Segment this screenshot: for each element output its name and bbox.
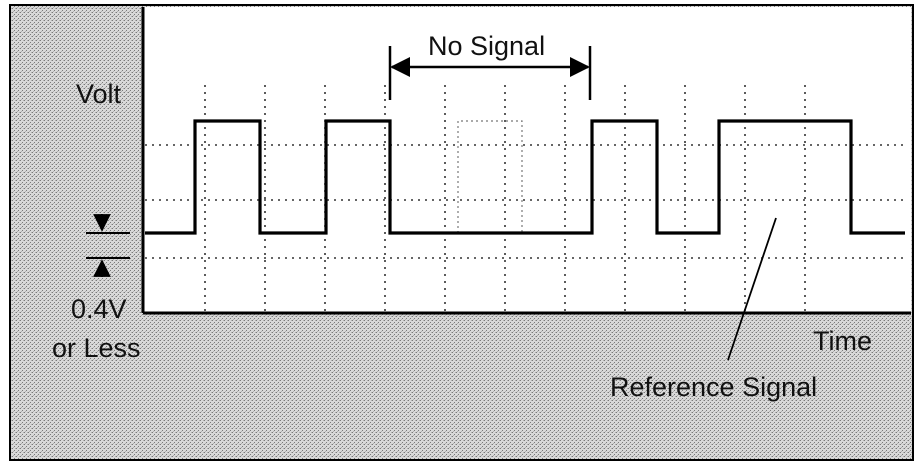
no-signal-label: No Signal	[428, 31, 545, 61]
reference-signal-leader	[727, 217, 777, 361]
square-wave-trace	[145, 119, 905, 235]
threshold-indicator	[86, 214, 130, 277]
no-signal-bracket	[388, 46, 592, 100]
volt-label: Volt	[76, 79, 122, 109]
missing-pulse-ghost	[457, 120, 523, 233]
reference-signal-label: Reference Signal	[610, 372, 817, 402]
time-axis-label: Time	[813, 326, 872, 356]
threshold-value-label: 0.4V	[71, 294, 127, 324]
threshold-qualifier-label: or Less	[52, 333, 141, 363]
